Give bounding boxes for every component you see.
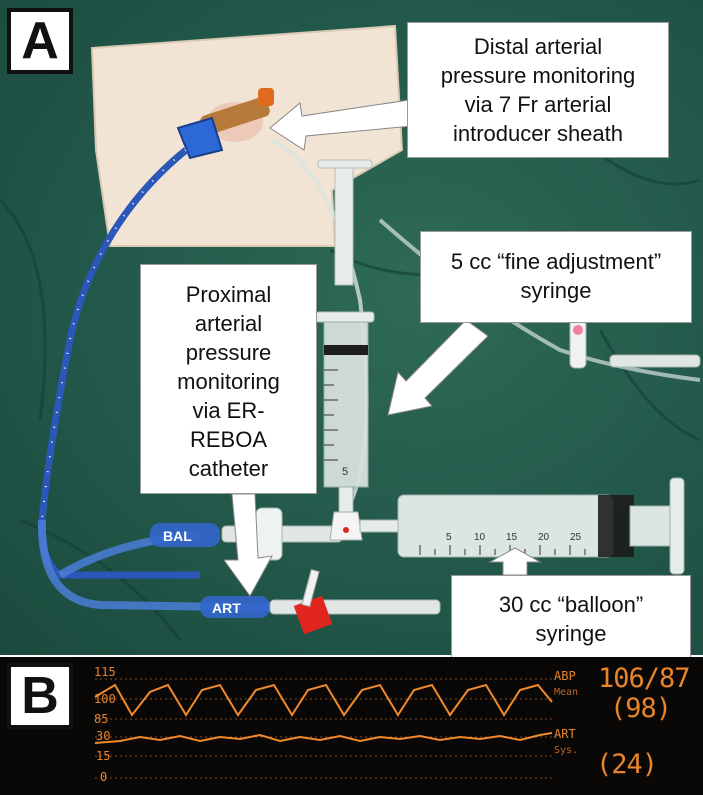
callout-fine-adjustment-syringe: 5 cc “fine adjustment” syringe [420, 231, 692, 323]
svg-text:5: 5 [342, 466, 348, 478]
panel-a-label: A [7, 8, 73, 74]
scale-100: 100 [94, 692, 116, 706]
balloon-syringe: 5 10 15 20 25 [359, 477, 685, 575]
svg-text:25: 25 [570, 532, 582, 543]
callout-proximal-pressure: Proximal arterial pressure monitoring vi… [140, 264, 317, 494]
abp-mean-label: Mean [554, 687, 579, 698]
svg-text:15: 15 [506, 532, 518, 543]
svg-text:10: 10 [474, 532, 486, 543]
art-label: ART [554, 727, 576, 741]
fine-adjustment-syringe: 5 [315, 159, 375, 541]
svg-text:5: 5 [446, 532, 452, 543]
callout-distal-pressure: Distal arterial pressure monitoring via … [407, 22, 669, 158]
art-systolic-value: (24) [596, 749, 658, 780]
abp-waveform [94, 683, 553, 717]
surgical-setup-photo: BAL ART [0, 24, 701, 641]
red-stopcock [269, 569, 441, 635]
panel-b-monitor: B 115 100 85 30 15 0 ABP Mean ART Sys. 1… [0, 657, 703, 795]
abp-label: ABP [554, 669, 576, 683]
abp-values: 106/87 [598, 663, 691, 694]
scale-85: 85 [94, 712, 109, 726]
abp-mean-value: (98) [610, 693, 672, 724]
scale-115: 115 [94, 665, 116, 679]
scale-15: 15 [96, 749, 111, 763]
arrow-fine-adjustment [387, 319, 489, 416]
arrow-proximal [223, 493, 273, 597]
callout-arrows [223, 99, 542, 597]
scale-30: 30 [96, 729, 111, 743]
arrow-distal [269, 99, 413, 151]
introducer-sheath [176, 88, 274, 160]
art-sys-label: Sys. [554, 745, 579, 756]
arrow-balloon [488, 547, 542, 576]
panel-a-photo: BAL ART [0, 0, 703, 665]
svg-text:20: 20 [538, 532, 550, 543]
monitor-waveforms [94, 678, 553, 779]
panel-b-label: B [7, 663, 73, 729]
scale-0: 0 [100, 770, 108, 784]
art-port-label: ART [212, 600, 241, 616]
art-waveform [94, 732, 553, 744]
callout-balloon-syringe: 30 cc “balloon” syringe [451, 575, 691, 665]
bal-port-label: BAL [163, 528, 192, 544]
